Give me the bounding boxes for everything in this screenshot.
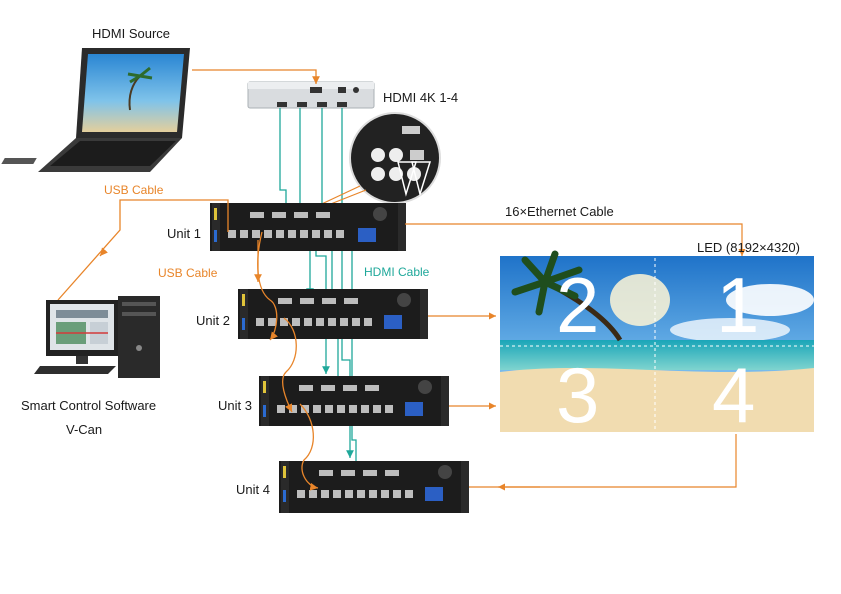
pc-icon [34, 296, 160, 378]
hdmi-source-label: HDMI Source [92, 26, 171, 41]
quadrant-1: 1 [716, 261, 759, 349]
unit-1-device [210, 203, 406, 251]
software-label-line2: V-Can [66, 422, 103, 437]
unit-4-label: Unit 4 [236, 482, 270, 497]
usb-cable-label-2: USB Cable [158, 266, 218, 280]
port-zoom-detail [349, 112, 441, 204]
led-screen: 2 1 3 4 [500, 250, 814, 439]
quadrant-4: 4 [712, 351, 755, 439]
usb-cable-label-1: USB Cable [104, 183, 164, 197]
unit-2-device [238, 289, 428, 339]
software-label-line1: Smart Control Software [21, 398, 157, 413]
unit-4-device [279, 461, 469, 513]
unit-2-label: Unit 2 [196, 313, 230, 328]
led-label: LED (8192×4320) [697, 240, 800, 255]
quadrant-2: 2 [556, 261, 599, 349]
unit-1-label: Unit 1 [167, 226, 201, 241]
quadrant-3: 3 [556, 351, 599, 439]
ethernet-cable-label: 16×Ethernet Cable [505, 204, 614, 219]
laptop-icon [1, 48, 190, 172]
unit-3-label: Unit 3 [218, 398, 252, 413]
unit-3-device [259, 376, 449, 426]
hdmi-splitter-device [247, 81, 375, 109]
hdmi-splitter-label: HDMI 4K 1-4 [383, 90, 459, 105]
hdmi-cable-label: HDMI Cable [364, 265, 430, 279]
